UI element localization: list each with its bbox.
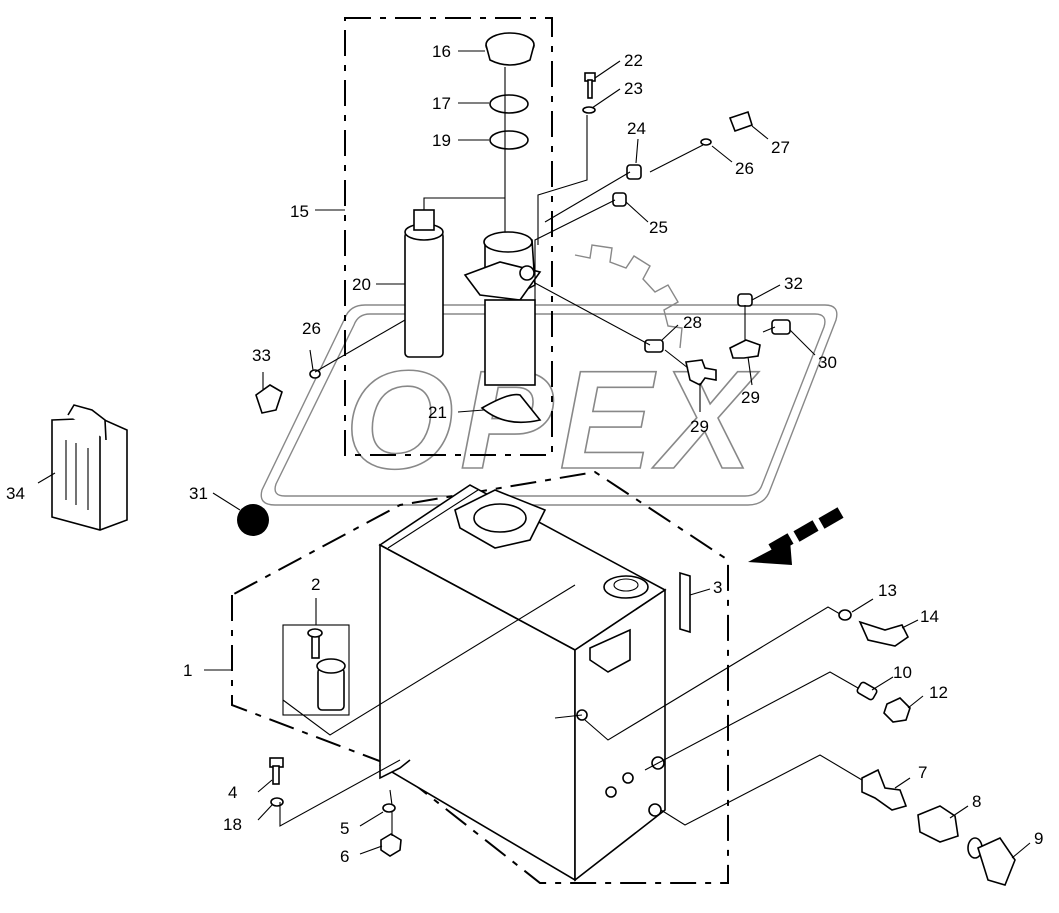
callout-27: 27 (771, 138, 790, 157)
callout-22: 22 (624, 51, 643, 70)
direction-arrow (748, 507, 844, 565)
washer-23 (582, 106, 596, 114)
washer-5 (382, 803, 396, 813)
coupling-8 (917, 805, 959, 843)
callout-10: 10 (893, 663, 912, 682)
callout-21: 21 (428, 403, 447, 422)
callout-13: 13 (878, 581, 897, 600)
callout-29-left: 29 (690, 417, 709, 436)
callout-19: 19 (432, 131, 451, 150)
o-ring-lower (489, 130, 529, 150)
callout-20: 20 (352, 275, 371, 294)
pressure-sensor (728, 110, 753, 133)
nut-6 (380, 833, 402, 857)
bolt-4 (269, 757, 284, 785)
watermark-frame-inner (274, 313, 826, 497)
fitting-30 (771, 319, 791, 335)
callout-33: 33 (252, 346, 271, 365)
callout-28: 28 (683, 313, 702, 332)
callout-16: 16 (432, 42, 451, 61)
plug-25 (612, 192, 627, 207)
callout-26-right: 26 (735, 159, 754, 178)
seal-13 (838, 609, 852, 621)
callout-17: 17 (432, 94, 451, 113)
breather-filter (307, 628, 346, 711)
tee-29-right (729, 339, 761, 359)
seal-26-top (700, 138, 712, 146)
callout-6: 6 (340, 847, 349, 866)
callout-3: 3 (713, 578, 722, 597)
tee-29-left (685, 359, 717, 387)
callout-8: 8 (972, 792, 981, 811)
callout-14: 14 (920, 607, 939, 626)
screw-22 (584, 72, 596, 99)
level-gauge (679, 571, 691, 634)
filter-assembly-boundary (344, 17, 553, 456)
callout-4: 4 (228, 783, 237, 802)
fitting-14 (858, 620, 910, 647)
watermark-frame-outer (260, 304, 838, 506)
dust-cap-9 (977, 836, 1016, 886)
callout-2: 2 (311, 575, 320, 594)
washer-18 (270, 797, 284, 807)
callout-24: 24 (627, 119, 646, 138)
callout-31: 31 (189, 484, 208, 503)
seal-26-left (309, 369, 321, 379)
material-marker-31 (237, 504, 269, 536)
callout-30: 30 (818, 353, 837, 372)
filter-gasket (480, 393, 542, 424)
callout-29-right: 29 (741, 388, 760, 407)
callout-12: 12 (929, 683, 948, 702)
callout-25: 25 (649, 218, 668, 237)
oil-canister (51, 404, 128, 531)
nut-12 (883, 697, 911, 723)
callout-7: 7 (918, 763, 927, 782)
fitting-32 (737, 293, 753, 307)
callout-9: 9 (1034, 829, 1043, 848)
filter-housing (463, 231, 542, 386)
callout-1: 1 (183, 661, 192, 680)
hydraulic-tank (378, 484, 667, 882)
callout-23: 23 (624, 79, 643, 98)
callout-18: 18 (223, 815, 242, 834)
callout-34: 34 (6, 484, 25, 503)
fitting-7 (861, 768, 908, 811)
filler-cap (485, 32, 535, 66)
callout-labels: 1 2 3 4 5 6 7 8 9 10 12 13 14 15 16 17 1… (6, 42, 1043, 866)
callout-32: 32 (784, 274, 803, 293)
o-ring-upper (489, 94, 529, 114)
callout-15: 15 (290, 202, 309, 221)
fitting-24 (626, 164, 642, 180)
plug-10 (856, 681, 878, 701)
leader-lines (37, 50, 1031, 859)
connector-33 (255, 384, 283, 414)
callout-26-left: 26 (302, 319, 321, 338)
filter-element (404, 209, 444, 358)
callout-5: 5 (340, 819, 349, 838)
fitting-28 (644, 339, 664, 353)
